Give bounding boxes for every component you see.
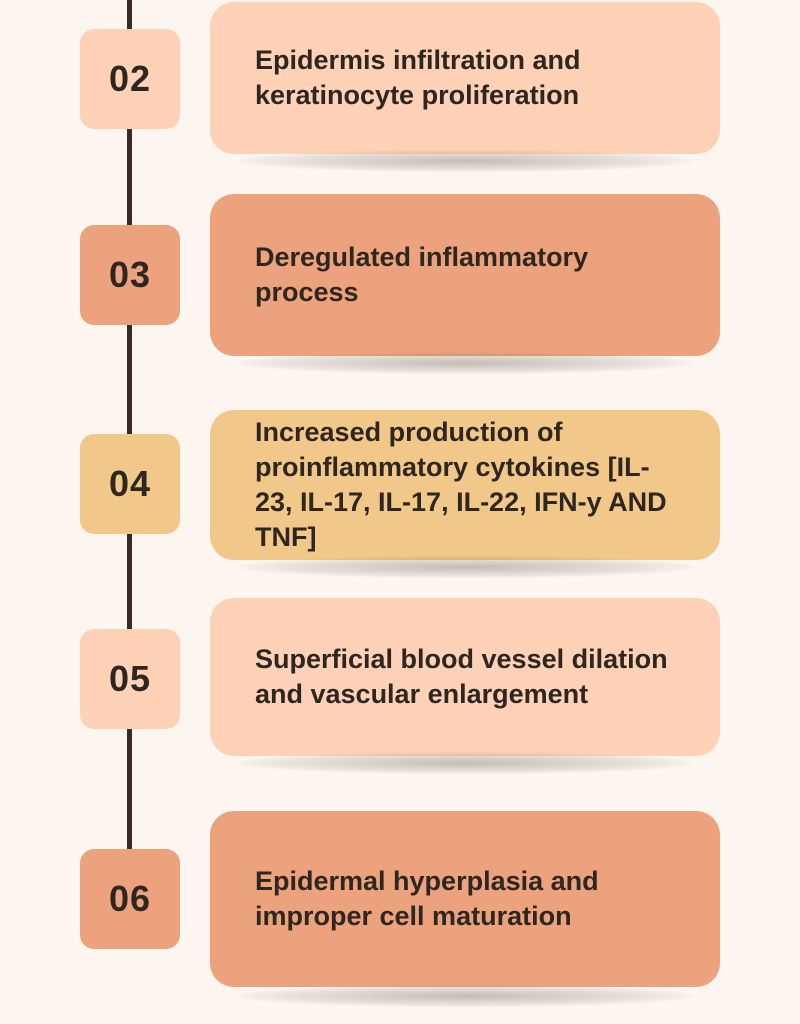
step-number-badge: 02 xyxy=(80,29,180,129)
step-number-badge: 03 xyxy=(80,225,180,325)
step-text: Increased production of proinflammatory … xyxy=(255,417,667,552)
card-shadow xyxy=(238,150,693,172)
step-text: Superficial blood vessel dilation and va… xyxy=(255,644,668,709)
step-number-badge: 04 xyxy=(80,434,180,534)
step-text: Epidermis infiltration and keratinocyte … xyxy=(255,45,581,110)
card-shadow xyxy=(238,985,693,1007)
card-shadow xyxy=(238,556,693,578)
step-card: Superficial blood vessel dilation and va… xyxy=(210,598,720,756)
step-number-badge: 05 xyxy=(80,629,180,729)
step-card: Epidermal hyperplasia and improper cell … xyxy=(210,811,720,987)
card-shadow xyxy=(238,352,693,374)
card-shadow xyxy=(238,752,693,774)
step-card: Epidermis infiltration and keratinocyte … xyxy=(210,2,720,154)
step-card: Increased production of proinflammatory … xyxy=(210,410,720,560)
step-text: Deregulated inflammatory process xyxy=(255,242,589,307)
timeline-line xyxy=(127,0,132,850)
step-number-badge: 06 xyxy=(80,849,180,949)
step-card: Deregulated inflammatory process xyxy=(210,194,720,356)
step-text: Epidermal hyperplasia and improper cell … xyxy=(255,866,599,931)
